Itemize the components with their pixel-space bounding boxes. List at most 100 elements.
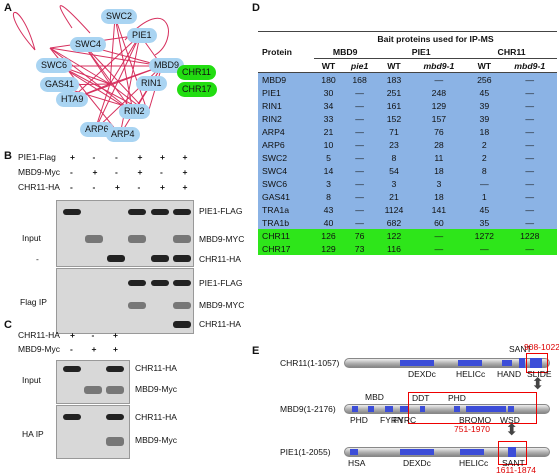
value-cell: — — [342, 203, 377, 216]
bait-chr11: CHR11 — [466, 45, 557, 59]
network-node-gas41: GAS41 — [40, 77, 80, 92]
protein-cell: PIE1 — [258, 86, 315, 99]
b-blot-label: PIE1-FLAG — [199, 278, 243, 288]
mbd9-domain-label: PHD — [350, 415, 368, 425]
pie1-dexdc-domain — [400, 449, 434, 455]
sign-cell: + — [70, 330, 75, 340]
pie1-sant-domain — [508, 447, 516, 457]
value-cell: 40 — [314, 216, 343, 229]
pie1-name: PIE1(1-2055) — [280, 447, 331, 457]
b-input-label: Input — [22, 233, 41, 243]
mbd9-bromo-domain — [466, 406, 506, 412]
value-cell: — — [342, 138, 377, 151]
sign-cell: + — [70, 152, 75, 162]
pie1-range: 1611-1874 — [496, 465, 537, 475]
value-cell: — — [342, 99, 377, 112]
c-band — [106, 386, 124, 394]
sign-cell: - — [92, 182, 96, 192]
b-band — [128, 302, 146, 309]
sign-cell: + — [137, 152, 143, 162]
network-node-rin1: RIN1 — [136, 76, 167, 91]
value-cell: 39 — [466, 112, 503, 125]
value-cell: — — [502, 86, 557, 99]
sign-cell: - — [137, 182, 141, 192]
value-cell: 256 — [466, 72, 503, 86]
interaction-arrow-icon: ⬍ — [505, 422, 519, 439]
b-cond-chr11: CHR11-HA — [18, 182, 60, 192]
value-cell: — — [411, 72, 467, 86]
mbd9-bar — [344, 404, 550, 414]
c-blot-label: CHR11-HA — [135, 363, 177, 373]
sub-header: WT — [477, 60, 492, 71]
pie1-domain-label: SANT — [502, 458, 525, 468]
sign-cell: + — [92, 167, 98, 177]
chr11-helicc-domain — [458, 360, 482, 366]
sign-cell: - — [91, 330, 95, 340]
sign-cell: + — [113, 344, 118, 354]
value-cell: 157 — [411, 112, 467, 125]
sign-cell: - — [92, 152, 96, 162]
chr11-slide-domain — [530, 358, 542, 368]
sign-cell: - — [70, 182, 73, 192]
b-blot-label: PIE1-FLAG — [199, 206, 243, 216]
b-dash: - — [36, 254, 39, 264]
mbd9-domain-label: FYRN — [380, 415, 404, 425]
value-cell: — — [342, 86, 377, 99]
c-cond-chr11: CHR11-HA — [18, 330, 60, 340]
chr11-domain-label: HELICc — [456, 369, 486, 379]
panel-label-d: D — [252, 2, 260, 14]
value-cell: — — [466, 177, 503, 190]
mbd9-range: 751-1970 — [454, 424, 490, 434]
value-cell: 34 — [314, 99, 343, 112]
protein-header: Protein — [262, 47, 292, 57]
network-node-rin2: RIN2 — [119, 104, 150, 119]
value-cell: — — [502, 151, 557, 164]
protein-cell: ARP4 — [258, 125, 315, 138]
value-cell: — — [502, 72, 557, 86]
c-input-label: Input — [22, 375, 41, 385]
value-cell: — — [502, 216, 557, 229]
chr11-name: CHR11(1-1057) — [280, 358, 340, 368]
b-band — [107, 255, 125, 262]
b-ip-blot — [56, 268, 194, 334]
protein-cell: SWC6 — [258, 177, 315, 190]
value-cell: — — [342, 190, 377, 203]
value-cell: — — [411, 242, 467, 255]
value-cell: — — [342, 164, 377, 177]
value-cell: 180 — [314, 72, 343, 86]
mbd9-domain-label: FYRC — [393, 415, 417, 425]
value-cell: 10 — [314, 138, 343, 151]
chr11-bar — [344, 358, 550, 368]
value-cell: 54 — [376, 164, 412, 177]
chr11-dexdc-domain — [400, 360, 434, 366]
interaction-arrow-icon: ⬍ — [531, 376, 545, 393]
network-node-chr11: CHR11 — [177, 65, 216, 80]
b-cond-mbd9: MBD9-Myc — [18, 167, 61, 177]
value-cell: 3 — [411, 177, 467, 190]
mbd9-box — [408, 392, 537, 424]
value-cell: — — [502, 242, 557, 255]
sign-cell: - — [115, 152, 118, 162]
value-cell: 3 — [376, 177, 412, 190]
value-cell: — — [342, 125, 377, 138]
b-band — [128, 209, 146, 215]
b-band — [173, 255, 191, 262]
sign-cell: + — [113, 330, 118, 340]
b-blot-label: CHR11-HA — [199, 319, 241, 329]
sign-cell: - — [70, 344, 73, 354]
bait-title: Bait proteins used for IP-MS — [377, 33, 494, 44]
sign-cell: + — [137, 167, 143, 177]
protein-cell: CHR17 — [258, 242, 315, 255]
b-band — [128, 235, 146, 243]
sub-header: mbd9-1 — [423, 60, 455, 71]
value-cell: 8 — [376, 151, 412, 164]
panel-label-e: E — [252, 345, 260, 357]
value-cell: 28 — [411, 138, 467, 151]
c-blot-label: MBD9-Myc — [135, 435, 178, 445]
network-node-swc4: SWC4 — [70, 37, 107, 52]
